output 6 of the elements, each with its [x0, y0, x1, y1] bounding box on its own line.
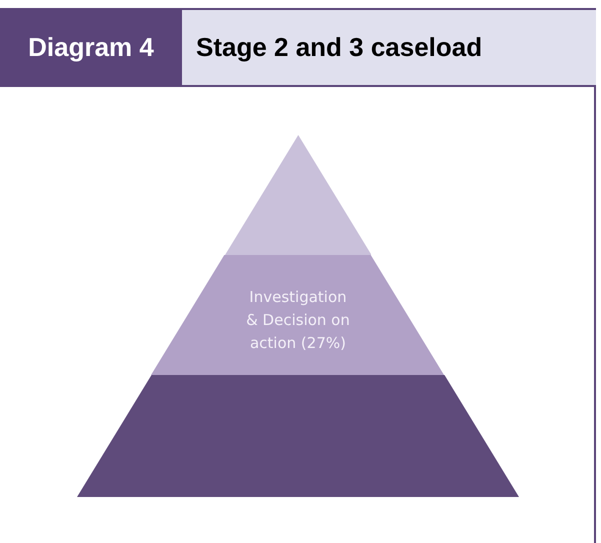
pyramid-band	[77, 375, 519, 497]
layer-label: Investigation & Decision on action (27%)	[245, 287, 351, 354]
diagram-number-label: Diagram 4	[0, 8, 182, 87]
pyramid-band	[151, 255, 444, 375]
pyramid-top-triangle	[224, 135, 372, 255]
diagram-title: Stage 2 and 3 caseload	[182, 8, 596, 87]
